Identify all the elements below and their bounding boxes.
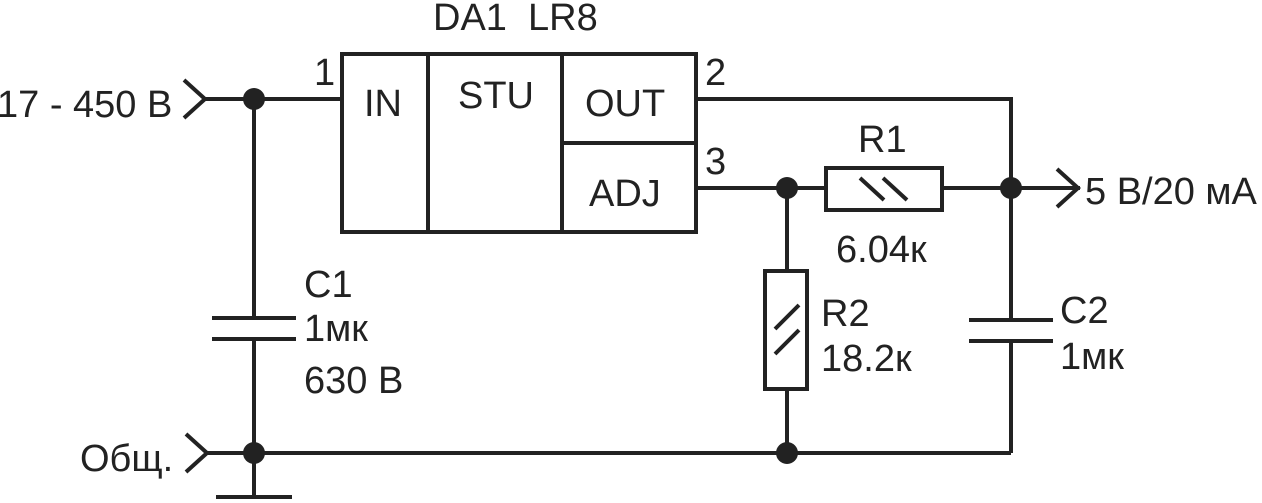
output-arrow-icon <box>1055 167 1081 209</box>
resistor-r1 <box>824 166 944 212</box>
c1-ref: C1 <box>304 264 353 306</box>
ground-label: Общ. <box>80 438 173 480</box>
r1-value: 6.04к <box>836 229 927 271</box>
pin-1: 1 <box>314 52 335 94</box>
junction-output <box>1000 177 1022 199</box>
out-wire <box>696 97 1013 322</box>
junction-ground-left <box>243 442 265 464</box>
block-in: IN <box>364 83 402 125</box>
resistor-r2 <box>763 269 809 391</box>
r2-ref: R2 <box>821 293 870 335</box>
input-label: 17 - 450 В <box>0 84 172 126</box>
c1-voltage: 630 В <box>304 360 403 402</box>
chip-ref: DA1 <box>433 0 507 39</box>
ground-arrow-icon <box>184 432 210 474</box>
c2-value: 1мк <box>1060 336 1124 378</box>
chip-part: LR8 <box>528 0 598 39</box>
r1-ref: R1 <box>858 119 907 161</box>
r2-value: 18.2к <box>821 338 912 380</box>
block-out: OUT <box>585 83 665 125</box>
output-label: 5 В/20 мА <box>1085 171 1258 213</box>
pin-3: 3 <box>705 141 726 183</box>
pin-2: 2 <box>705 52 726 94</box>
input-arrow-icon <box>182 78 208 120</box>
c1-value: 1мк <box>304 308 368 350</box>
regulator-chip: IN STU OUT ADJ <box>340 52 698 234</box>
c2-ref: C2 <box>1060 290 1109 332</box>
block-adj: ADJ <box>589 173 661 215</box>
block-stu: STU <box>458 75 534 117</box>
